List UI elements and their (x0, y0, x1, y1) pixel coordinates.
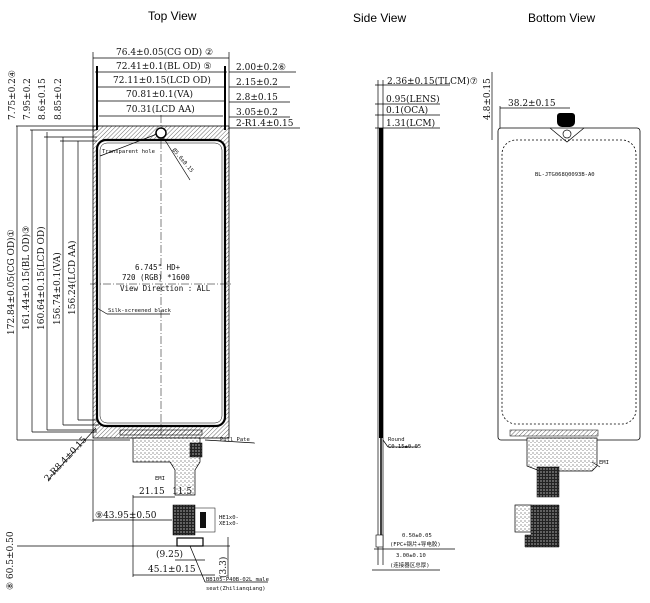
display-panel: Ø5.6±0.15 Transparent hole 6.745" HD+ 72… (90, 115, 232, 440)
top-offset-dimensions: 7.75±0.2④ 7.95±0.2 8.6±0.15 8.85±0.2 (8, 70, 97, 142)
connector-label-2: seat(Zhilianqiang) (206, 586, 266, 592)
component-label-2: XE1x0- (219, 521, 239, 527)
lcd-od-height: 160.64±0.15(LCD OD) (36, 226, 47, 330)
connector (176, 537, 204, 547)
right-dimensions: 2.00±0.2⑥ 2.15±0.2 2.8±0.15 3.05±0.2 2-R… (229, 63, 300, 129)
silk-screened-label: Silk-screened black (108, 308, 172, 314)
oca-thickness: 0.1(OCA) (386, 105, 428, 116)
dim-9-25: (9.25) (156, 549, 183, 560)
right-dim-2: 2.15±0.2 (236, 78, 278, 88)
bottom-view: 4.8±0.15 38.2±0.15 BL-JTG068Q0093B-A0 EM… (483, 72, 641, 548)
bottom-offset-dim: 4.8±0.15 (483, 78, 493, 120)
lcd-aa-height: 156.24(LCD AA) (67, 241, 78, 315)
fpc-length-dim: ⑧ 60.5±0.50 (6, 531, 16, 590)
height-dimensions: 172.84±0.05(CG OD)① 161.44±0.15(BL OD)③ … (6, 126, 130, 441)
bl-od-height: 161.44±0.15(BL OD)③ (21, 226, 32, 330)
fpc-dimensions: ⑧ 60.5±0.50 21.15 11.5 ⑨43.95±0.50 (9.25… (6, 440, 269, 592)
va-width: 70.81±0.1(VA) (126, 89, 193, 100)
side-profile (379, 128, 383, 438)
cg-od-height: 172.84±0.05(CG OD)① (6, 229, 17, 335)
top-offset-3: 8.6±0.15 (38, 78, 48, 120)
fpc: Pull Pate EMI HE1x0- XE1x0- (132, 437, 256, 547)
connector-tab (557, 113, 575, 127)
connector-note: (连接器区总厚) (390, 561, 430, 569)
top-offset-1: 7.75±0.2④ (8, 70, 18, 120)
resolution: 720 (RGB) *1600 (122, 273, 190, 282)
lcd-aa-width: 70.31(LCD AA) (126, 104, 195, 115)
tlcm-thickness: 2.36±0.15(TLCM)⑦ (387, 76, 478, 87)
top-view: 76.4±0.05(CG OD) ② 72.41±0.1(BL OD) ⑤ 72… (6, 47, 300, 592)
view-direction: View Direction : ALL (120, 284, 211, 293)
connector-thickness: 3.00±0.10 (396, 553, 426, 559)
top-offset-2: 7.95±0.2 (23, 78, 33, 120)
right-dim-1: 2.00±0.2⑥ (236, 63, 286, 73)
side-view: 2.36±0.15(TLCM)⑦ 0.95(LENS) 0.1(OCA) 1.3… (372, 76, 478, 571)
connector-label-1: BB105-P40B-02L male (206, 577, 269, 583)
dim-45-1: 45.1±0.15 (148, 565, 196, 575)
va-height: 156.74±0.1(VA) (52, 252, 63, 325)
emi-label: EMI (155, 476, 165, 482)
top-view-title: Top View (148, 9, 197, 23)
corner-radius-dim: 2-R8.4±0.15 (43, 435, 90, 484)
lcm-thickness: 1.31(LCM) (386, 118, 435, 129)
right-dim-3: 2.8±0.15 (236, 93, 278, 103)
hole-offset-dim: 38.2±0.15 (508, 99, 556, 109)
side-view-title: Side View (353, 11, 406, 25)
bottom-emi-label: EMI (599, 460, 609, 466)
cg-od-width: 76.4±0.05(CG OD) ② (116, 47, 213, 58)
transparent-hole-label: Transparent hole (102, 149, 155, 155)
bottom-view-title: Bottom View (528, 11, 595, 25)
fpc-note: (FPC+钢片+导电胶) (390, 540, 441, 548)
dim-3-3: (3.3) (218, 557, 229, 578)
camera-hole (155, 127, 167, 139)
component-label-1: HE1x0- (219, 515, 239, 521)
lens-thickness: 0.95(LENS) (386, 94, 440, 105)
round-label: Round (388, 437, 405, 443)
right-dim-5: 2-R1.4±0.15 (236, 119, 294, 129)
bl-od-width: 72.41±0.1(BL OD) ⑤ (116, 61, 212, 72)
dim-11-5: 11.5 (172, 487, 192, 497)
dim-21-15: 21.15 (139, 487, 165, 497)
fpc-thickness: 0.50±0.05 (402, 533, 432, 539)
round-dim: C0.15±0.05 (388, 444, 421, 450)
screen-size: 6.745" HD+ (135, 263, 181, 272)
lcd-od-width: 72.11±0.15(LCD OD) (113, 75, 211, 86)
right-dim-4: 3.05±0.2 (236, 108, 278, 118)
part-number: BL-JTG068Q0093B-A0 (535, 172, 595, 178)
pull-tape-label: Pull Pate (220, 437, 250, 443)
top-offset-4: 8.85±0.2 (54, 78, 64, 120)
dim-43-95: ⑨43.95±0.50 (95, 511, 157, 521)
